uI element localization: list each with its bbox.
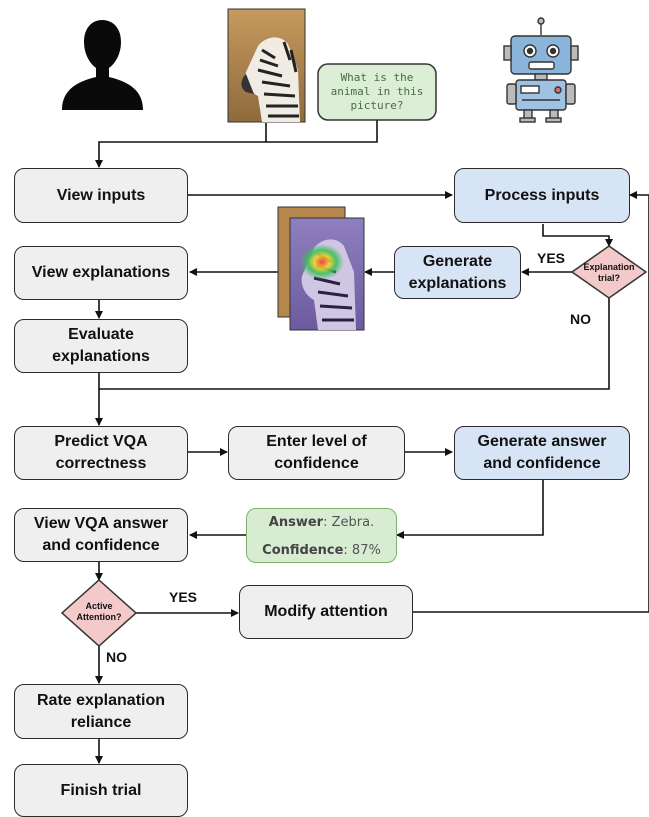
inputs-merge-line [95,123,267,168]
active-attention-decision [60,578,138,648]
question-bubble: What is the animal in this picture? [318,64,436,120]
answer-value: : Zebra. [323,515,375,530]
evaluate-explanations-label: Evaluate explanations [52,326,150,365]
robot-icon [503,17,579,123]
process-inputs-label: Process inputs [484,186,600,204]
confidence-value: : 87% [343,543,381,558]
view-explanations-step: View explanations [14,246,188,300]
answer-key: Answer [268,515,324,530]
rate-reliance-label: Rate explanation reliance [36,691,166,731]
yes-attention-label: YES [169,589,198,605]
zebra-input-image [227,8,306,123]
finish-trial-step: Finish trial [14,764,188,817]
answer-to-output-arrow [396,480,544,539]
generate-answer-step: Generate answer and confidence [454,426,630,480]
confidence-key: Confidence [262,543,344,558]
modify-attention-step: Modify attention [239,585,413,639]
modify-attention-label: Modify attention [264,603,388,621]
explanation-heatmap-image [277,206,365,331]
question-to-merge-line [266,120,378,143]
enter-confidence-step: Enter level of confidence [228,426,405,480]
explanation-trial-decision [570,245,648,299]
process-inputs-step: Process inputs [454,168,630,223]
evaluate-explanations-step: Evaluate explanations [14,319,188,373]
explanation-trial-label: Explanation trial? [583,262,635,283]
confidence-line: Confidence: 87% [247,542,396,560]
answer-line: Answer: Zebra. [247,514,396,532]
view-inputs-step: View inputs [14,168,188,223]
modify-feedback-arrow [413,191,649,613]
human-icon [62,20,143,110]
view-inputs-label: View inputs [56,186,146,204]
yes-explanation-label: YES [537,250,566,266]
view-answer-step: View VQA answer and confidence [14,508,188,562]
enter-confidence-label: Enter level of confidence [266,433,367,472]
generate-answer-label: Generate answer and confidence [477,433,607,472]
predict-correctness-step: Predict VQA correctness [14,426,188,480]
view-explanations-label: View explanations [31,264,171,282]
no-explanation-label: NO [570,311,591,327]
process-to-decision-arrow [542,224,613,247]
no-attention-label: NO [106,649,127,665]
generate-explanations-step: Generate explanations [394,246,521,299]
vqa-output-box: Answer: Zebra. Confidence: 87% [246,508,397,563]
generate-explanations-label: Generate explanations [408,252,507,292]
view-answer-label: View VQA answer and confidence [33,515,169,554]
finish-trial-label: Finish trial [60,781,142,799]
question-text: What is the animal in this picture? [330,70,424,113]
rate-reliance-step: Rate explanation reliance [14,684,188,739]
question-bubble-shape [317,63,437,121]
predict-correctness-label: Predict VQA correctness [54,433,148,472]
no-branch-line [99,298,610,390]
active-attention-label: Active Attention? [76,601,122,622]
